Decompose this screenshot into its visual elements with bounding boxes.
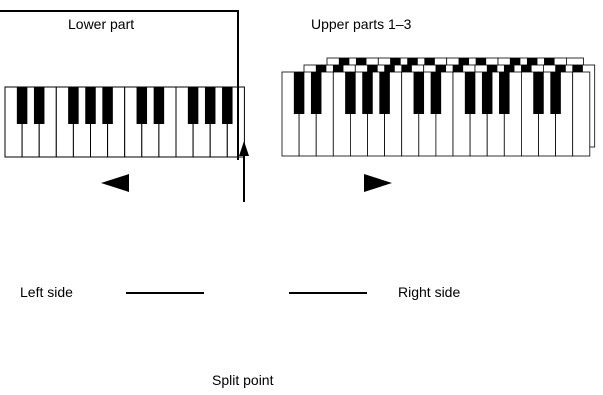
black-key: [33, 87, 45, 124]
black-key-upper: [293, 72, 305, 114]
left-side-label: Left side: [20, 284, 73, 300]
black-key-upper: [533, 72, 544, 114]
black-key: [136, 87, 148, 124]
black-key-upper: [379, 72, 390, 114]
white-key-upper: [572, 71, 591, 157]
black-key-upper: [481, 72, 493, 114]
black-key: [16, 87, 28, 124]
right-side-label: Right side: [398, 284, 461, 300]
split-point-label: Split point: [212, 372, 274, 388]
left-arrow-icon: [101, 174, 129, 192]
lower-part-bracket: [0, 10, 239, 160]
upper-parts-label: Upper parts 1–3: [311, 16, 412, 32]
black-key: [204, 87, 216, 124]
black-key-upper: [413, 72, 425, 114]
black-key-upper: [345, 72, 356, 114]
black-key-upper: [310, 72, 322, 114]
lower-part-label: Lower part: [68, 16, 135, 32]
black-key-upper: [499, 72, 510, 114]
black-key: [222, 87, 233, 124]
black-key-upper: [464, 72, 476, 114]
split-arrow-icon: [239, 141, 249, 202]
black-key: [187, 87, 199, 124]
upper-layer-3: [281, 71, 591, 157]
black-key: [85, 87, 96, 124]
black-key: [102, 87, 113, 124]
lower-keyboard: [4, 86, 245, 158]
black-key-upper: [430, 72, 442, 114]
black-key: [153, 87, 165, 124]
right-arrow-icon: [364, 174, 392, 192]
upper-keyboard-layers: [281, 57, 596, 157]
black-key: [68, 87, 79, 124]
black-key-upper: [550, 72, 561, 114]
black-key-upper: [362, 72, 373, 114]
